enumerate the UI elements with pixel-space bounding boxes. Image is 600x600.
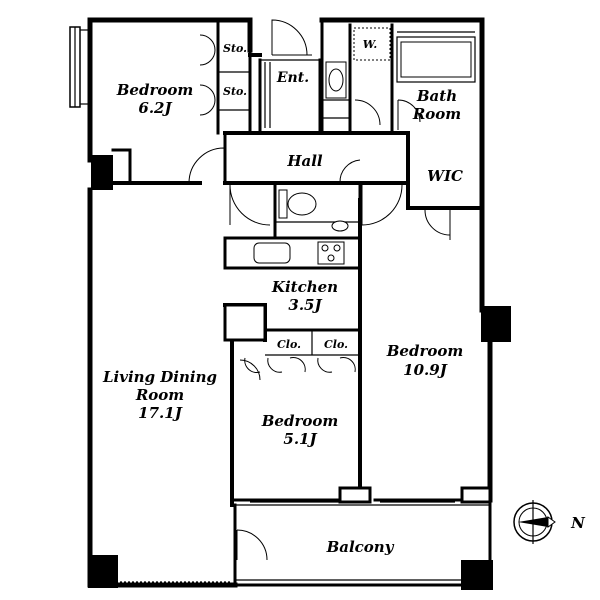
room-labels: Bedroom 6.2J Sto. Sto. Ent. W. Bath Room… [102, 38, 463, 556]
stove-icon [317, 241, 345, 265]
storage-bottom-label: Sto. [223, 85, 247, 98]
living-label-line1: Living Dining [102, 368, 217, 386]
bedroom-nw-area: 6.2J [138, 99, 172, 117]
balcony-label: Balcony [326, 538, 395, 556]
hall-label: Hall [286, 152, 323, 170]
washbasin-icon [325, 61, 347, 99]
bedroom-south-name: Bedroom [261, 412, 339, 430]
fixtures [253, 27, 476, 265]
doors [188, 19, 451, 561]
sink-icon [331, 220, 349, 232]
window-west [69, 26, 90, 108]
living-area: 17.1J [138, 404, 183, 422]
living-label-line2: Room [135, 386, 184, 404]
wic-label: WIC [427, 167, 463, 185]
entrance-label: Ent. [276, 70, 309, 86]
washer-area [353, 27, 391, 61]
closet-1-label: Clo. [277, 338, 301, 351]
bathtub-icon [396, 36, 476, 83]
closet-2-label: Clo. [324, 338, 348, 351]
washer-label: W. [363, 38, 378, 51]
kitchen-area: 3.5J [288, 296, 322, 314]
bath-label-line2: Room [412, 105, 461, 123]
toilet-icon [278, 189, 317, 219]
bedroom-east-name: Bedroom [386, 342, 464, 360]
compass-icon: N [513, 500, 586, 544]
bedroom-east-area: 10.9J [403, 361, 448, 379]
bath-label-line1: Bath [416, 87, 457, 105]
sliding-windows [120, 501, 455, 583]
interior-walls [111, 18, 492, 587]
kitchen-name: Kitchen [271, 278, 338, 296]
storage-top-label: Sto. [223, 42, 247, 55]
bedroom-south-area: 5.1J [283, 430, 317, 448]
structural-columns [88, 155, 511, 590]
kitchen-sink-icon [253, 242, 291, 264]
compass-north-label: N [570, 514, 586, 532]
bedroom-nw-name: Bedroom [116, 81, 194, 99]
